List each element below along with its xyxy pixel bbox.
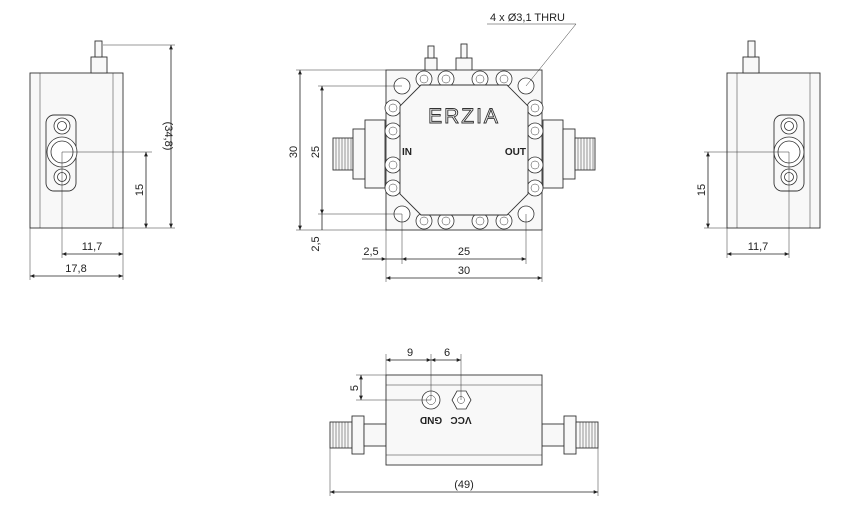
dim-top-5: 5 bbox=[349, 385, 361, 391]
side-connector bbox=[45, 114, 78, 192]
gnd-label: GND bbox=[420, 414, 442, 425]
dim-left-17-8: 17,8 bbox=[65, 263, 86, 275]
dim-left-height: (34,8) bbox=[162, 122, 174, 151]
dim-right-15: 15 bbox=[696, 184, 708, 196]
screw-row bbox=[384, 70, 544, 230]
dim-front-2-5-h: 2,5 bbox=[363, 246, 378, 258]
in-label: IN bbox=[402, 147, 412, 158]
dim-front-25-h: 25 bbox=[458, 246, 470, 258]
front-view: ERZIA IN OUT 4 x Ø3,1 THRU 30 25 2,5 2,5… bbox=[288, 12, 596, 282]
dim-top-9: 9 bbox=[407, 347, 413, 359]
top-right-connector bbox=[541, 415, 599, 455]
in-connector bbox=[332, 119, 386, 189]
housing-lid bbox=[399, 84, 529, 216]
out-label: OUT bbox=[505, 147, 526, 158]
out-connector bbox=[542, 119, 596, 189]
vcc-pin bbox=[451, 390, 472, 410]
dim-front-25-v: 25 bbox=[310, 146, 322, 158]
dim-front-30-h: 30 bbox=[458, 265, 470, 277]
dim-right-11-7: 11,7 bbox=[748, 241, 769, 253]
left-side-view: (34,8) 15 11,7 17,8 bbox=[29, 40, 175, 280]
vcc-label: VCC bbox=[450, 414, 471, 425]
top-view: GND VCC 9 6 5 (49) bbox=[329, 347, 599, 496]
top-left-connector bbox=[329, 415, 387, 455]
dim-front-2-5-v: 2,5 bbox=[310, 236, 322, 251]
dim-left-11-7: 11,7 bbox=[82, 241, 103, 253]
top-body bbox=[385, 374, 543, 466]
holes-note: 4 x Ø3,1 THRU bbox=[490, 12, 565, 24]
dim-top-6: 6 bbox=[444, 347, 450, 359]
dim-left-15: 15 bbox=[134, 184, 146, 196]
brand-logo: ERZIA bbox=[428, 105, 500, 128]
right-side-view: 15 11,7 bbox=[696, 40, 821, 258]
dim-top-49: (49) bbox=[454, 479, 474, 491]
dim-front-30-v: 30 bbox=[288, 146, 300, 158]
